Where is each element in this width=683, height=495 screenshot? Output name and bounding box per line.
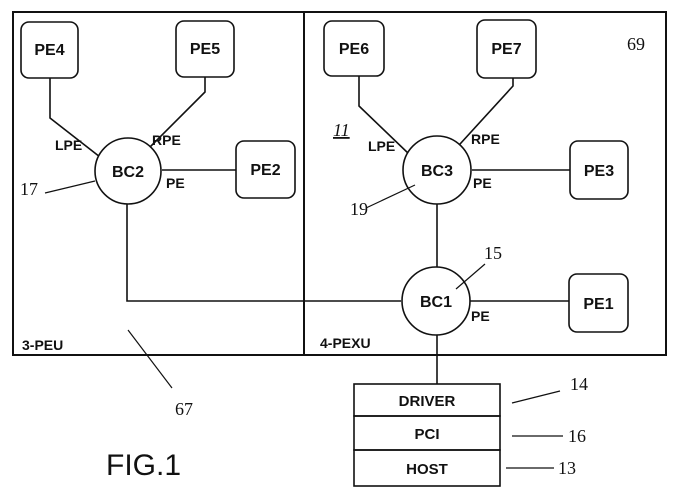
pci-label: PCI [414, 426, 439, 443]
pe7-label: PE7 [491, 41, 521, 58]
ref-15: 15 [484, 243, 502, 263]
bc2-label: BC2 [112, 164, 144, 181]
ref-16: 16 [568, 426, 586, 446]
pe4-label: PE4 [34, 42, 64, 59]
bc1-label: BC1 [420, 294, 452, 311]
bc2-lpe-label: LPE [55, 137, 82, 153]
host-label: HOST [406, 461, 448, 478]
bc3-label: BC3 [421, 163, 453, 180]
ref-14: 14 [570, 374, 588, 394]
leader-14 [512, 391, 560, 403]
pe1-label: PE1 [583, 296, 613, 313]
bc3-lpe-label: LPE [368, 138, 395, 154]
figure-label: FIG.1 [106, 449, 181, 482]
bc2-rpe-label: RPE [152, 132, 181, 148]
ref-67: 67 [175, 399, 193, 419]
ref-13: 13 [558, 458, 576, 478]
leader-67 [128, 330, 172, 388]
pe6-label: PE6 [339, 41, 369, 58]
pe5-label: PE5 [190, 41, 220, 58]
bc3-rpe-label: RPE [471, 131, 500, 147]
leader-19 [366, 185, 415, 208]
ref-17: 17 [20, 179, 38, 199]
bc3-pe-label: PE [473, 175, 492, 191]
ref-69: 69 [627, 34, 645, 54]
pe2-label: PE2 [250, 162, 280, 179]
unit-4-pexu-label: 4-PEXU [320, 335, 371, 351]
pe3-label: PE3 [584, 163, 614, 180]
driver-label: DRIVER [399, 393, 456, 410]
bc2-pe-label: PE [166, 175, 185, 191]
connections [50, 76, 570, 384]
bc1-pe-label: PE [471, 308, 490, 324]
unit-3-peu-label: 3-PEU [22, 337, 63, 353]
ref-11: 11 [333, 120, 350, 140]
leader-17 [45, 181, 95, 193]
ref-19: 19 [350, 199, 368, 219]
